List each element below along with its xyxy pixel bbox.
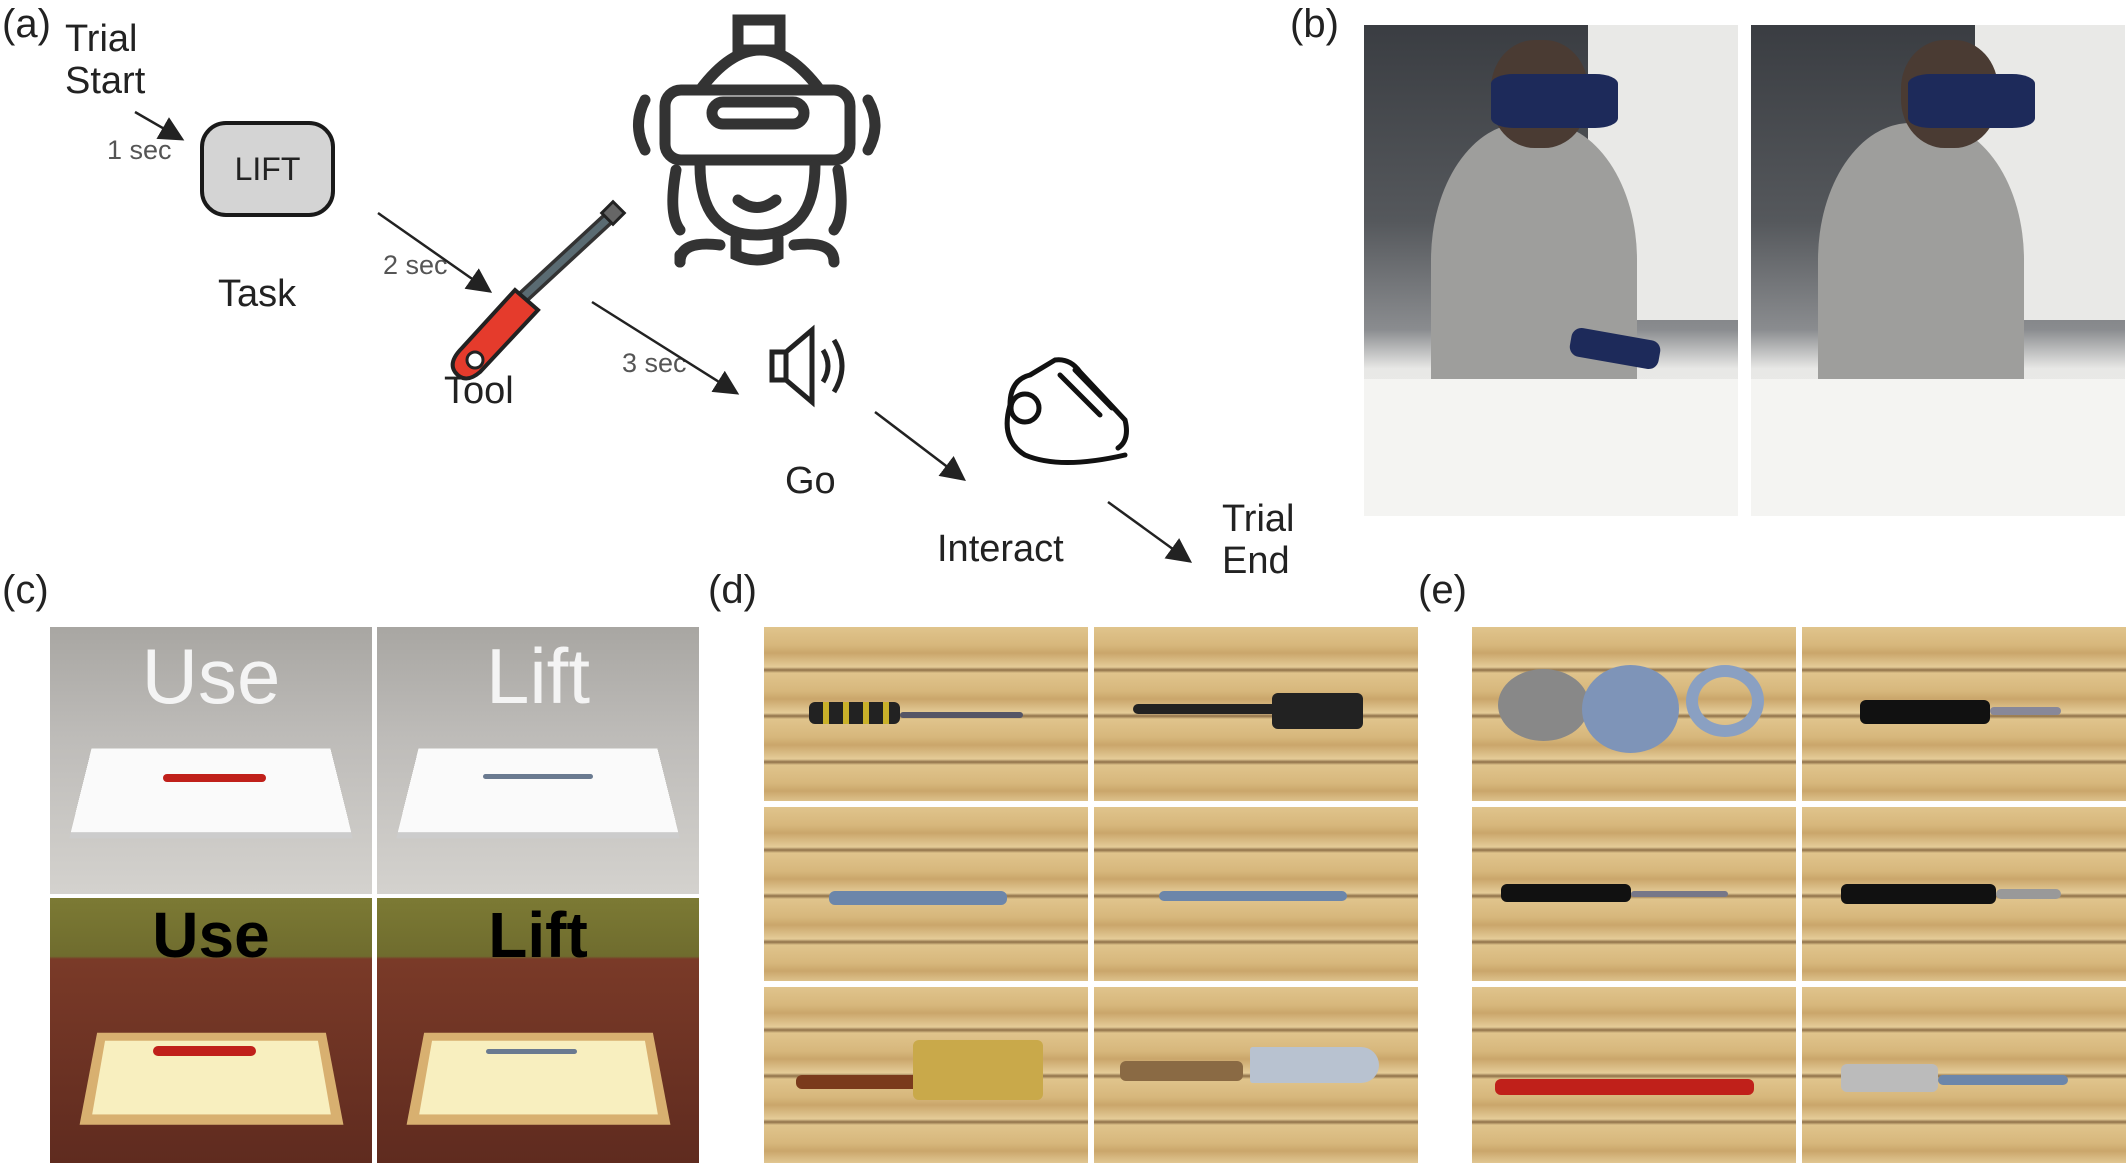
unfamiliar-tools-grid [1472,627,2126,1163]
delay-3: 3 sec [622,348,687,378]
table [1364,378,1738,516]
trial-start-line1: Trial [65,18,138,60]
familiar-tools-grid [764,627,1418,1163]
tool-discs [1472,627,1796,801]
panel-label-a: (a) [2,2,51,46]
instruction-text: Lift [488,899,588,971]
timeline-arrows [134,110,1193,563]
vr-headset [1908,74,2036,129]
panel-label-c: (c) [2,568,49,612]
table [1751,378,2125,516]
panel-label-d: (d) [708,568,757,612]
virtual-table [70,748,351,833]
step-tool: Tool [444,370,514,412]
panel-label-b: (b) [1290,2,1339,46]
trial-start-line2: Start [65,60,146,102]
instruction-text: Use [141,632,281,720]
screwdriver-icon [450,199,627,381]
tool-spatula [1094,627,1418,801]
grasping-hand-icon [1004,357,1129,465]
task-cue-box: LIFT [200,121,335,217]
tool-black-pick [1472,807,1796,981]
virtual-table [397,748,678,833]
vr-headset-person-icon [633,14,881,268]
tool-black-scraper [1802,807,2126,981]
participant [1431,123,1637,428]
step-task: Task [218,273,297,315]
photo-participant-resting [1751,25,2125,516]
tool-hook [1802,987,2126,1163]
step-interact: Interact [937,528,1064,570]
timeline-graphics [134,14,1193,563]
virtual-tool [153,1046,257,1057]
trial-end-line1: Trial [1222,498,1295,540]
virtual-tool [486,1049,577,1055]
speaker-icon [769,324,845,408]
participant [1818,123,2024,428]
tool-wrench [764,807,1088,981]
tool-trowel [1094,987,1418,1163]
instruction-text: Lift [485,632,591,720]
tool-screwdriver [764,627,1088,801]
panel-label-e: (e) [1418,568,1467,612]
tool-red-strip [1472,987,1796,1163]
vr-view-use-wood: Use [50,898,372,1163]
virtual-tool [162,773,266,782]
tool-paintbrush [764,987,1088,1163]
trial-start-label: Trial Start [65,18,145,102]
vr-headset [1491,74,1619,129]
instruction-text: Use [152,899,270,971]
vr-view-lift-white: Lift [377,627,699,894]
vr-view-use-white: Use [50,627,372,894]
step-go: Go [785,460,836,502]
vr-view-lift-wood: Lift [377,898,699,1163]
virtual-table [406,1032,670,1125]
trial-end-line2: End [1222,540,1290,582]
photo-participant-holding-controller [1364,25,1738,516]
virtual-tool [483,773,593,779]
tool-black-brush [1802,627,2126,801]
tool-fork [1094,807,1418,981]
trial-end-label: Trial End [1222,498,1294,582]
